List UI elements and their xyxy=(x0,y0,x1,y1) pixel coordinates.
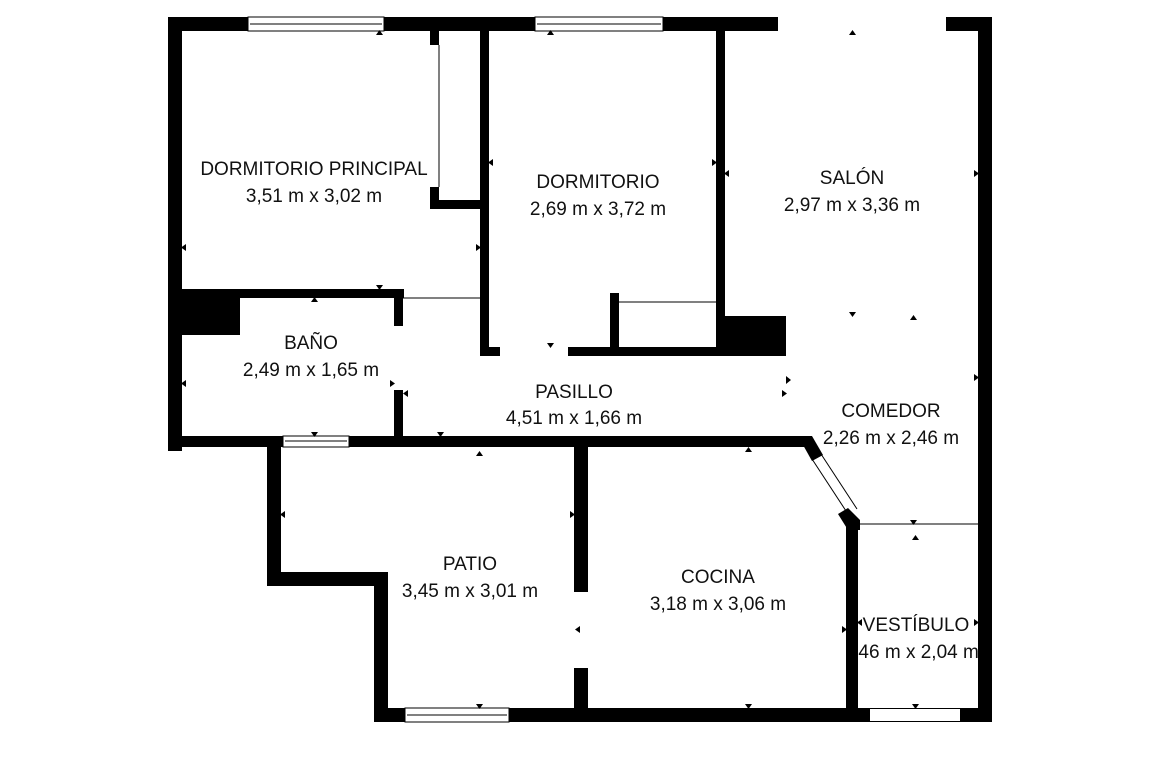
room-dimensions: 2,49 m x 1,65 m xyxy=(243,360,379,381)
opening-lines xyxy=(403,45,978,525)
room-name: COCINA xyxy=(681,567,755,588)
opening-vestibulo xyxy=(870,709,960,721)
room-dimensions: 2,69 m x 3,72 m xyxy=(530,199,666,220)
room-name: BAÑO xyxy=(284,332,338,354)
window-bano xyxy=(282,435,350,448)
room-name: VESTÍBULO xyxy=(863,615,970,636)
dimension-markers xyxy=(181,30,979,709)
room-dimensions: 3,18 m x 3,06 m xyxy=(650,594,786,615)
room-name: DORMITORIO PRINCIPAL xyxy=(200,159,427,180)
windows xyxy=(247,16,960,723)
opening-salon-top xyxy=(778,18,946,30)
room-cocina: COCINA 3,18 m x 3,06 m xyxy=(650,567,786,615)
room-dimensions: ,46 m x 2,04 m xyxy=(853,642,979,663)
room-name: SALÓN xyxy=(820,167,884,189)
room-labels: DORMITORIO PRINCIPAL 3,51 m x 3,02 m DOR… xyxy=(200,159,979,663)
room-dimensions: 2,97 m x 3,36 m xyxy=(784,195,920,216)
window-dormitorio xyxy=(534,16,664,32)
room-salon: SALÓN 2,97 m x 3,36 m xyxy=(784,167,920,216)
diagonal-opening xyxy=(811,453,858,515)
room-name: DORMITORIO xyxy=(536,172,659,193)
room-bano: BAÑO 2,49 m x 1,65 m xyxy=(243,332,379,381)
room-patio: PATIO 3,45 m x 3,01 m xyxy=(402,554,538,602)
walls xyxy=(168,17,992,722)
room-dimensions: 4,51 m x 1,66 m xyxy=(506,408,642,429)
room-dimensions: 3,45 m x 3,01 m xyxy=(402,581,538,602)
room-dimensions: 2,26 m x 2,46 m xyxy=(823,428,959,449)
room-vestibulo: VESTÍBULO ,46 m x 2,04 m xyxy=(853,615,979,663)
room-comedor: COMEDOR 2,26 m x 2,46 m xyxy=(823,401,959,449)
window-dormitorio-principal xyxy=(247,16,385,32)
room-name: COMEDOR xyxy=(841,401,940,422)
room-pasillo: PASILLO 4,51 m x 1,66 m xyxy=(506,382,642,429)
room-name: PATIO xyxy=(443,554,497,575)
room-dormitorio-principal: DORMITORIO PRINCIPAL 3,51 m x 3,02 m xyxy=(200,159,427,207)
room-name: PASILLO xyxy=(535,382,613,403)
window-patio xyxy=(404,707,510,723)
room-dormitorio: DORMITORIO 2,69 m x 3,72 m xyxy=(530,172,666,220)
room-dimensions: 3,51 m x 3,02 m xyxy=(246,186,382,207)
